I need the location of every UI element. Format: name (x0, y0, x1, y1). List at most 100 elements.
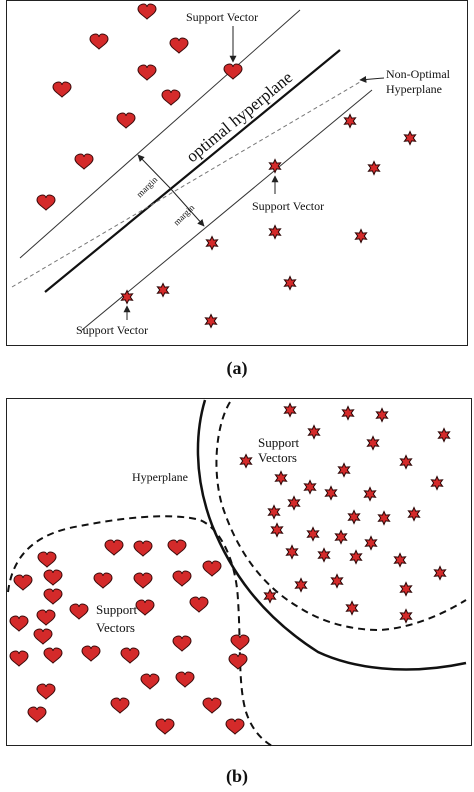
star-icon (407, 506, 421, 522)
star-icon (306, 526, 320, 542)
star-icon (349, 549, 363, 565)
lower-margin-line (81, 89, 373, 331)
star-icon (334, 529, 348, 545)
star-icon (347, 509, 361, 525)
heart-icon (116, 112, 136, 129)
hyperplane-label: Hyperplane (132, 470, 188, 484)
star-icon (437, 427, 451, 443)
heart-icon (43, 647, 63, 664)
star-icon (367, 160, 381, 176)
star-icon (399, 581, 413, 597)
panel-b-hearts (9, 539, 250, 735)
star-icon (268, 158, 282, 174)
heart-icon (137, 3, 157, 20)
star-icon (303, 479, 317, 495)
panel-a (6, 0, 468, 346)
star-icon (120, 289, 134, 305)
heart-icon (172, 635, 192, 652)
star-icon (363, 486, 377, 502)
star-icon (307, 424, 321, 440)
heart-icon (74, 153, 94, 170)
upper-margin-line (19, 9, 301, 259)
star-icon (267, 504, 281, 520)
star-icon (285, 544, 299, 560)
support-vector-middle-label: Support Vector (252, 199, 324, 213)
heart-icon (202, 697, 222, 714)
heart-icon (155, 718, 175, 735)
panel-a-lines (11, 9, 385, 331)
heart-icon (172, 570, 192, 587)
heart-icon (140, 673, 160, 690)
star-icon (343, 113, 357, 129)
heart-icon (228, 653, 248, 670)
heart-icon (120, 647, 140, 664)
panel-a-stars (120, 113, 417, 329)
right-support-vectors-boundary (215, 401, 467, 632)
star-icon (430, 475, 444, 491)
heart-icon (43, 569, 63, 586)
star-icon (287, 495, 301, 511)
caption-a: (a) (226, 358, 248, 378)
non-optimal-label-line1: Non-Optimal (386, 67, 451, 81)
heart-icon (9, 615, 29, 632)
support-vectors-left-label-1: Support (96, 602, 138, 617)
star-icon (294, 577, 308, 593)
panel-b-lines (7, 399, 467, 747)
star-icon (268, 224, 282, 240)
heart-icon (27, 706, 47, 723)
star-icon (403, 130, 417, 146)
heart-icon (9, 650, 29, 667)
star-icon (274, 470, 288, 486)
hyperplane-boundary-curve (196, 399, 467, 671)
star-icon (354, 228, 368, 244)
heart-icon (135, 599, 155, 616)
star-icon (364, 535, 378, 551)
star-icon (399, 454, 413, 470)
margin-arrow-lower (169, 187, 205, 227)
star-icon (263, 588, 277, 604)
heart-icon (169, 37, 189, 54)
heart-icon (33, 628, 53, 645)
caption-b: (b) (226, 766, 248, 786)
non-optimal-label-line2: Hyperplane (386, 82, 442, 96)
heart-icon (137, 64, 157, 81)
heart-icon (175, 671, 195, 688)
support-vector-bottom-label: Support Vector (76, 323, 148, 337)
margin-label-lower: margin (171, 202, 196, 227)
heart-icon (36, 683, 56, 700)
heart-icon (52, 81, 72, 98)
heart-icon (167, 539, 187, 556)
non-optimal-arrow (359, 75, 385, 83)
support-vectors-right-label-2: Vectors (258, 450, 297, 465)
star-icon (377, 510, 391, 526)
star-icon (317, 547, 331, 563)
heart-icon (36, 194, 56, 211)
left-support-vectors-boundary (7, 515, 273, 747)
star-icon (345, 600, 359, 616)
heart-icon (69, 603, 89, 620)
heart-icon (37, 551, 57, 568)
star-icon (330, 573, 344, 589)
heart-icon (223, 63, 243, 80)
heart-icon (93, 572, 113, 589)
non-optimal-hyperplane-line (11, 81, 361, 288)
heart-icon (161, 89, 181, 106)
star-icon (324, 485, 338, 501)
panel-b (6, 398, 472, 746)
panel-a-hearts (36, 3, 243, 211)
heart-icon (133, 572, 153, 589)
star-icon (393, 552, 407, 568)
star-icon (433, 565, 447, 581)
star-icon (283, 275, 297, 291)
support-vectors-right-label-1: Support (258, 435, 300, 450)
star-icon (399, 608, 413, 624)
heart-icon (110, 697, 130, 714)
heart-icon (189, 596, 209, 613)
star-icon (337, 462, 351, 478)
star-icon (375, 407, 389, 423)
heart-icon (133, 540, 153, 557)
optimal-hyperplane-line (44, 49, 341, 293)
heart-icon (230, 634, 250, 651)
heart-icon (89, 33, 109, 50)
